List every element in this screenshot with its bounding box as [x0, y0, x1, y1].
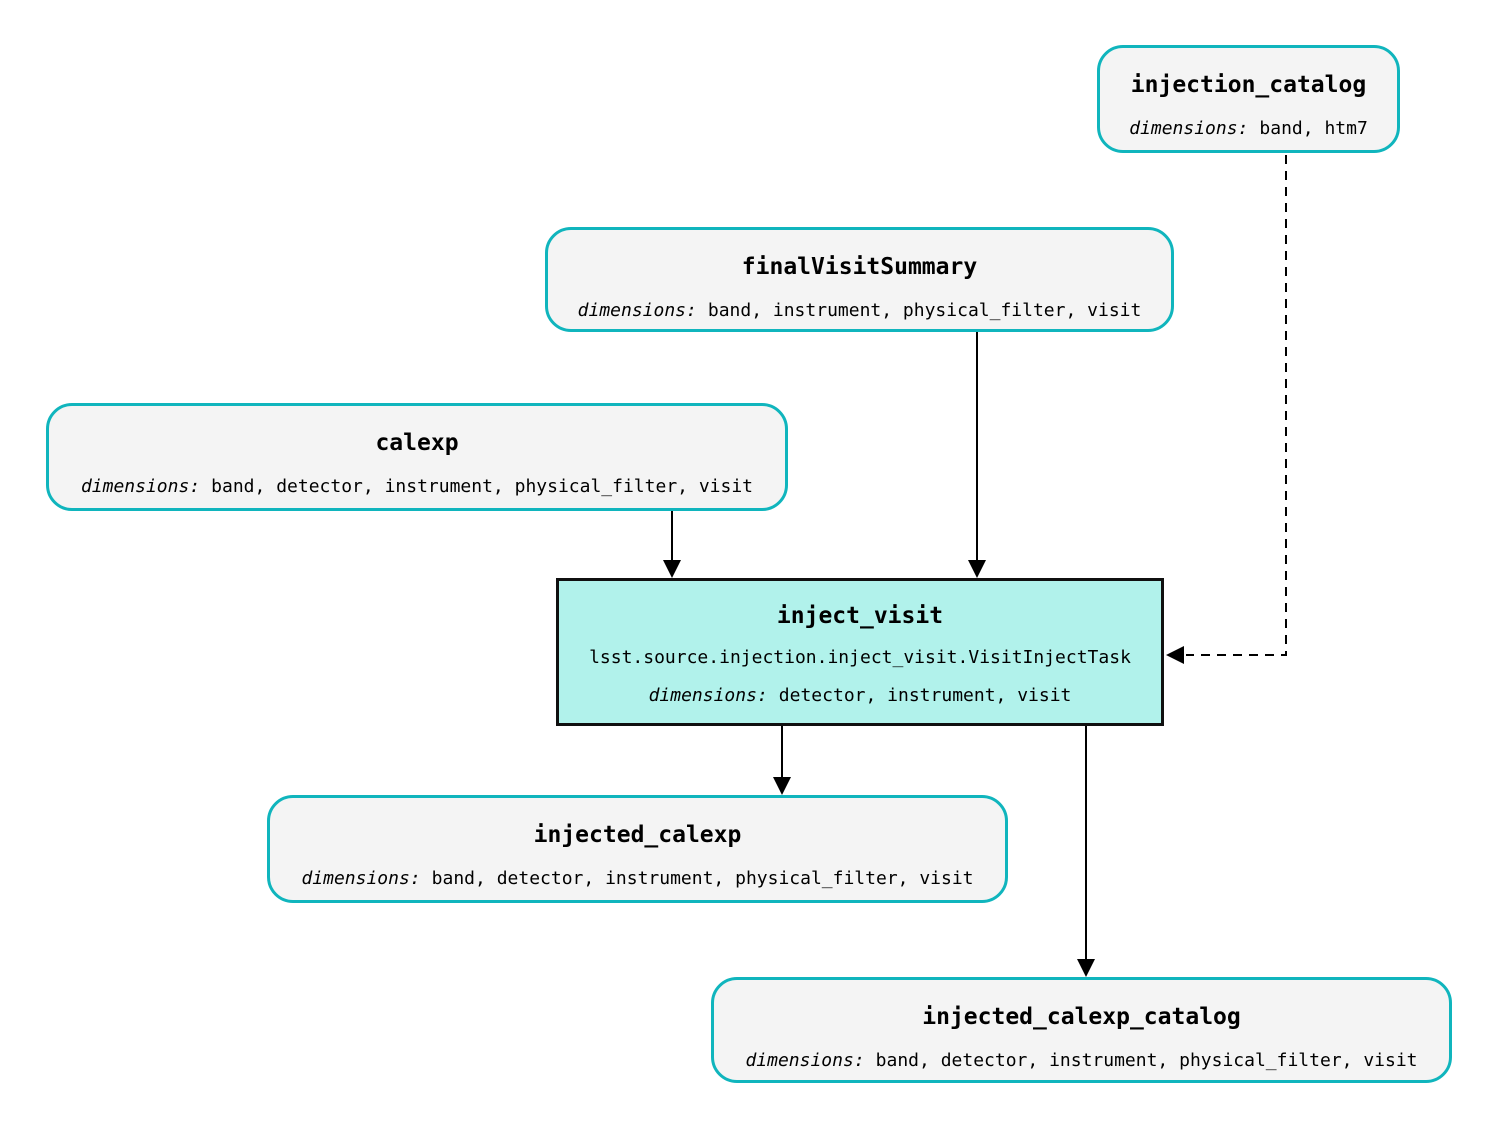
dimensions-value: band, detector, instrument, physical_fil… [431, 868, 974, 889]
node-injection-catalog-dimensions: dimensions: band, htm7 [1100, 118, 1397, 140]
dimensions-label: dimensions: [1129, 118, 1249, 139]
node-finalvisitsummary-title: finalVisitSummary [741, 254, 978, 280]
node-inject-visit-dimensions: dimensions: detector, instrument, visit [559, 685, 1161, 707]
arrowhead-finalvisitsummary-to-inject-visit [968, 560, 986, 578]
dimensions-label: dimensions: [745, 1050, 865, 1071]
node-injected-calexp-catalog-title: injected_calexp_catalog [922, 1004, 1241, 1030]
node-injected-calexp-catalog: injected_calexp_catalog dimensions: band,… [711, 977, 1452, 1083]
node-injection-catalog-title: injection_catalog [1130, 72, 1367, 98]
arrowhead-inject-visit-to-injected-calexp-catalog [1077, 959, 1095, 977]
node-injected-calexp: injected_calexp dimensions: band, detecto… [267, 795, 1008, 903]
node-injected-calexp-title: injected_calexp [533, 822, 742, 848]
arrowhead-injection-catalog-to-inject-visit [1166, 646, 1184, 664]
dimensions-label: dimensions: [301, 868, 421, 889]
dimensions-label: dimensions: [648, 685, 768, 706]
edge-injection-catalog-to-inject-visit [1186, 155, 1287, 656]
node-calexp: calexp dimensions: band, detector, instru… [46, 403, 788, 511]
arrowhead-inject-visit-to-injected-calexp [773, 777, 791, 795]
node-injected-calexp-catalog-dimensions: dimensions: band, detector, instrument, p… [714, 1050, 1449, 1072]
node-injected-calexp-dimensions: dimensions: band, detector, instrument, p… [270, 868, 1005, 890]
dimensions-value: band, detector, instrument, physical_fil… [211, 476, 754, 497]
node-finalvisitsummary: finalVisitSummary dimensions: band, instr… [545, 227, 1174, 332]
dimensions-value: detector, instrument, visit [778, 685, 1072, 706]
dimensions-label: dimensions: [577, 300, 697, 321]
dimensions-value: band, detector, instrument, physical_fil… [875, 1050, 1418, 1071]
arrowhead-calexp-to-inject-visit [663, 560, 681, 578]
node-inject-visit-task-class: lsst.source.injection.inject_visit.Visit… [589, 647, 1131, 668]
node-inject-visit-task: inject_visit lsst.source.injection.injec… [556, 578, 1164, 726]
node-calexp-title: calexp [375, 430, 459, 456]
dimensions-value: band, instrument, physical_filter, visit [707, 300, 1142, 321]
dimensions-value: band, htm7 [1259, 118, 1368, 139]
node-injection-catalog: injection_catalog dimensions: band, htm7 [1097, 45, 1400, 153]
node-calexp-dimensions: dimensions: band, detector, instrument, p… [49, 476, 785, 498]
node-finalvisitsummary-dimensions: dimensions: band, instrument, physical_fi… [548, 300, 1171, 322]
dimensions-label: dimensions: [80, 476, 201, 497]
node-inject-visit-title: inject_visit [776, 603, 944, 629]
